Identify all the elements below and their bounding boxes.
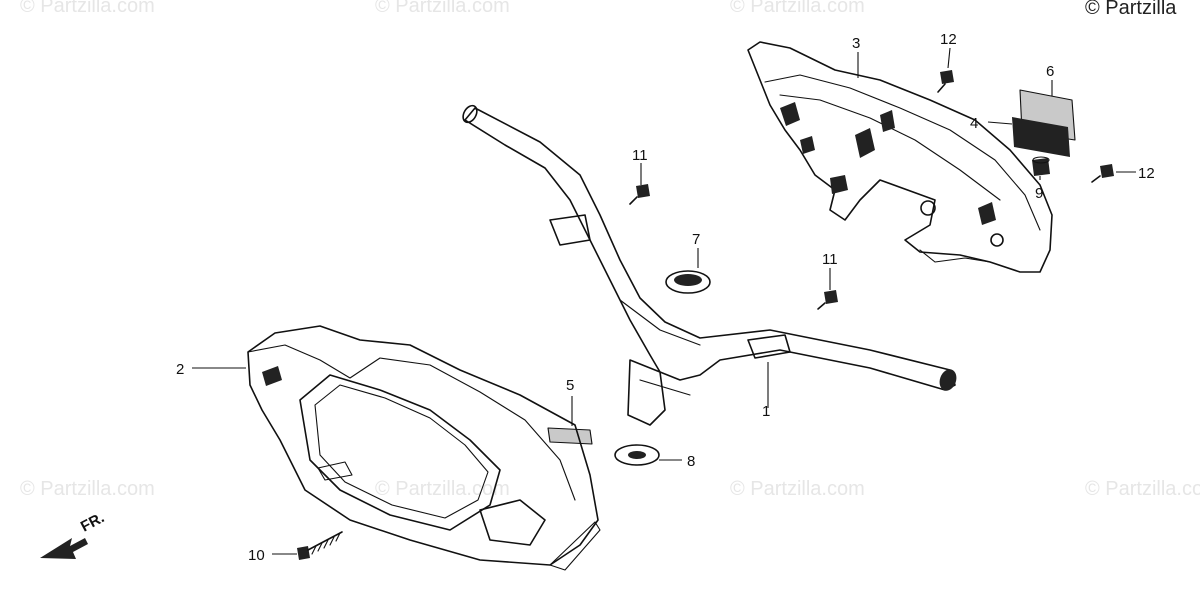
part-2-front-cover	[247, 325, 601, 571]
part-7-grommet	[665, 270, 711, 294]
callout-9: 9	[1035, 185, 1043, 202]
part-10-bolt	[297, 531, 343, 560]
callout-5: 5	[566, 377, 574, 394]
callout-11-left: 11	[632, 147, 648, 164]
watermark: © Partzilla.com	[730, 0, 865, 17]
callout-10: 10	[248, 547, 265, 564]
part-8-washer	[614, 444, 660, 466]
leader-lines	[192, 47, 1136, 555]
front-direction-arrow: FR.	[40, 509, 107, 559]
callout-2: 2	[176, 361, 184, 378]
callout-4: 4	[970, 115, 978, 132]
watermark: © Partzilla.com	[20, 0, 155, 17]
part-5-label	[547, 427, 593, 445]
watermark: © Partzilla.com	[375, 478, 510, 500]
part-11-screw-right	[817, 290, 838, 310]
callout-11-right: 11	[822, 251, 838, 268]
callout-8: 8	[687, 453, 695, 470]
part-12-screw-top	[937, 70, 954, 93]
direction-label: FR.	[78, 509, 107, 535]
callout-7: 7	[692, 231, 700, 248]
watermark: © Partzilla.com	[20, 478, 155, 500]
callout-12-right: 12	[1138, 165, 1155, 182]
watermark-layer: © Partzilla.com © Partzilla.com © Partzi…	[20, 0, 1200, 500]
part-4-emblem-base	[1012, 117, 1070, 157]
part-11-screw-left	[629, 184, 650, 205]
callout-1: 1	[762, 403, 770, 420]
watermark: © Partzilla.com	[730, 478, 865, 500]
callout-labels: 1 2 3 4 5 6 7 8 9 10 11 11 12 12	[176, 31, 1155, 564]
part-3-rear-cover	[747, 41, 1053, 273]
part-1-handlebar	[462, 104, 957, 426]
callout-12-top: 12	[940, 31, 957, 48]
watermark: © Partzilla.com	[375, 0, 510, 17]
callout-3: 3	[852, 35, 860, 52]
part-12-screw-right	[1091, 164, 1114, 183]
part-9-grommet	[1032, 156, 1050, 176]
arrow-icon	[40, 538, 88, 559]
watermark-top-right: © Partzilla	[1085, 0, 1177, 19]
callout-6: 6	[1046, 63, 1054, 80]
watermark: © Partzilla.com	[1085, 478, 1200, 500]
